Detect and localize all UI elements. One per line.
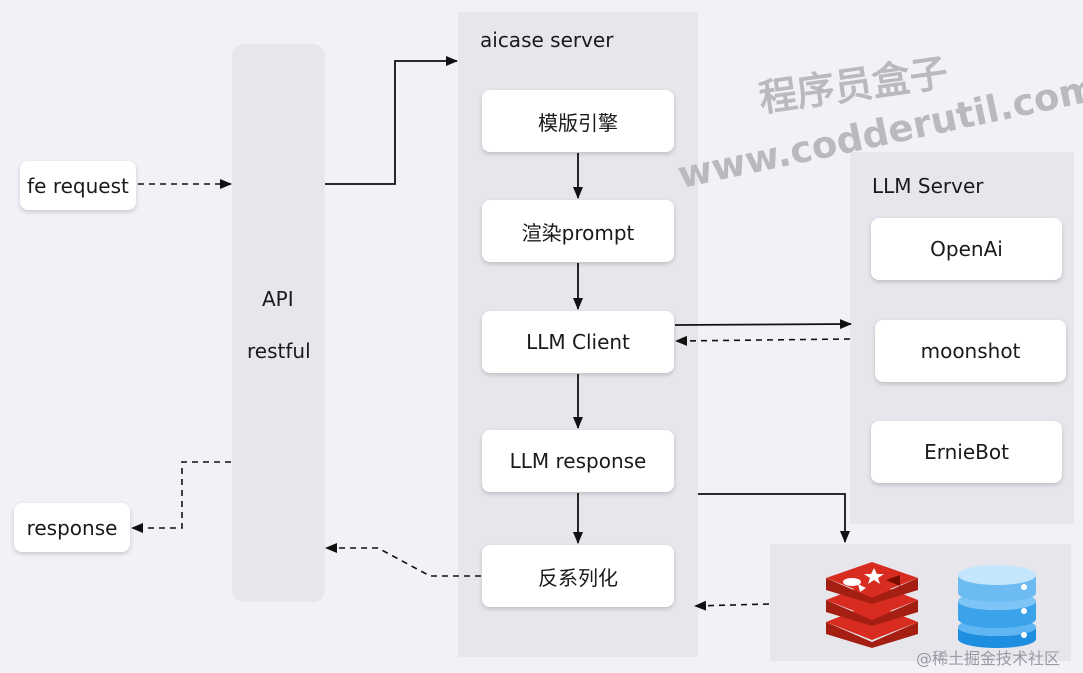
- template-engine-step: 模版引擎: [482, 90, 674, 152]
- render-prompt-step: 渲染prompt: [482, 200, 674, 262]
- response-box: response: [14, 503, 130, 552]
- deserialize-step: 反系列化: [482, 545, 674, 607]
- llm-response-step: LLM response: [482, 430, 674, 492]
- api-to-response-arrow: [131, 461, 231, 533]
- provider-erniebot: ErnieBot: [871, 421, 1062, 483]
- redis-logo-icon: [826, 562, 918, 648]
- api-to-server-arrow: [325, 56, 458, 185]
- database-icon: [958, 565, 1036, 648]
- provider-moonshot: moonshot: [875, 320, 1066, 382]
- aicase-server-title: aicase server: [480, 28, 614, 52]
- response-to-storage-arrow: [698, 493, 850, 543]
- storage-to-deserialize-arrow: [694, 600, 770, 611]
- api-label: API: [262, 287, 294, 311]
- llm-to-client-arrow: [675, 335, 851, 346]
- llm-client-step: LLM Client: [482, 311, 674, 373]
- watermark-footer: @稀土掘金技术社区: [916, 649, 1061, 668]
- provider-openai: OpenAi: [871, 218, 1062, 280]
- deserialize-to-api-arrow: [325, 543, 481, 577]
- api-restful-column: [232, 44, 325, 602]
- restful-label: restful: [247, 339, 311, 363]
- client-to-llm-arrow: [674, 319, 852, 330]
- fe-request-box: fe request: [20, 161, 136, 210]
- llm-server-title: LLM Server: [872, 174, 984, 198]
